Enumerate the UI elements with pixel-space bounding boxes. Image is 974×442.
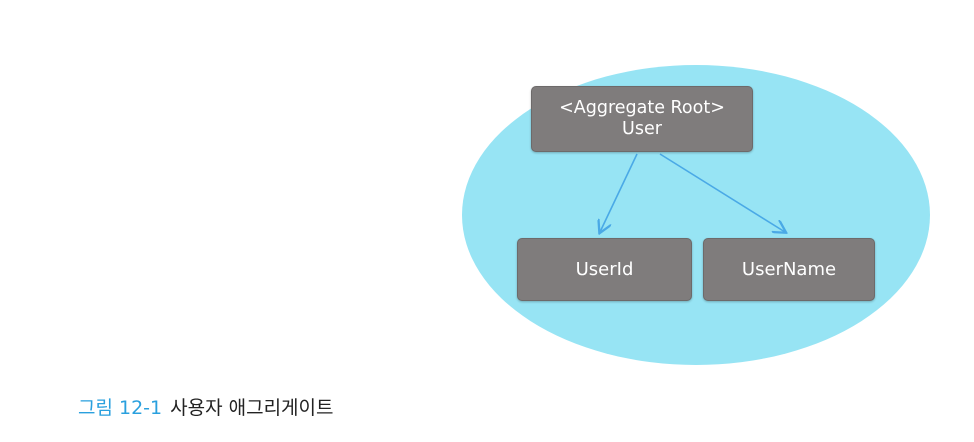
aggregate-root-user-node: <Aggregate Root> User (531, 86, 753, 152)
userid-label: UserId (575, 258, 634, 280)
arrow-root-to-userid (600, 153, 638, 232)
aggregate-root-name-label: User (622, 119, 662, 139)
figure-caption-text: 사용자 애그리게이트 (170, 397, 334, 419)
aggregate-root-stereotype-label: <Aggregate Root> (559, 98, 725, 118)
arrow-root-to-username (659, 153, 785, 232)
userid-node: UserId (517, 238, 692, 301)
figure-caption: 그림 12-1 사용자 애그리게이트 (78, 393, 334, 420)
username-label: UserName (741, 258, 837, 280)
figure-number: 그림 12-1 (78, 397, 163, 419)
username-node: UserName (703, 238, 875, 301)
